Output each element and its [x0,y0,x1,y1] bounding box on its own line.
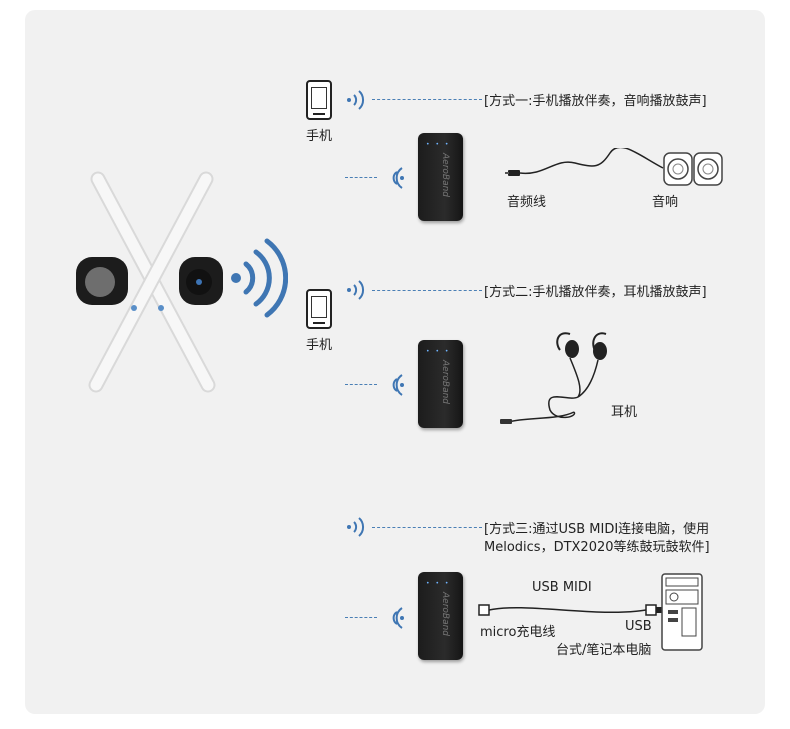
wireless-signal-icon [347,517,365,537]
connection-line [372,527,482,528]
connection-line [372,290,482,291]
wireless-signal-icon [347,90,365,110]
audio-cable-icon [505,148,664,176]
drumstick-icon [88,171,214,393]
speaker-icon [663,152,723,186]
receiver-icon: • • •AeroBand [418,133,463,221]
usb-label: USB [625,619,652,634]
connection-line [345,177,377,178]
computer-icon [661,573,703,651]
wireless-signal-icon [347,280,365,300]
mode1-label: [方式一:手机播放伴奏，音响播放鼓声] [484,94,707,109]
wireless-signal-icon [231,238,288,318]
wireless-signal-icon [392,607,404,629]
connection-line [372,99,482,100]
sensor-dot [131,305,137,311]
speaker-label: 音响 [652,195,679,210]
earphones-icon [500,332,607,424]
receiver-icon: • • •AeroBand [418,340,463,428]
drumsticks-illustration [76,171,223,393]
sensor-cap-right [179,257,223,305]
sensor-cap-left [76,257,128,305]
mode3-label-line2: Melodics，DTX2020等练鼓玩鼓软件] [484,540,710,555]
computer-label: 台式/笔记本电脑 [556,643,652,658]
wireless-signal-icon [392,167,404,189]
connection-line [345,617,377,618]
mode3-label-line1: [方式三:通过USB MIDI连接电脑，使用 [484,522,710,537]
audio-cable-label: 音频线 [507,195,547,210]
wireless-signal-icon [392,374,404,396]
receiver-icon: • • •AeroBand [418,572,463,660]
sensor-dot [158,305,164,311]
phone-icon [306,289,332,329]
usb-midi-label: USB MIDI [532,580,592,595]
mode2-label: [方式二:手机播放伴奏，耳机播放鼓声] [484,285,707,300]
phone-label: 手机 [306,129,333,144]
earphones-label: 耳机 [611,405,638,420]
micro-cable-label: micro充电线 [480,625,556,640]
phone-icon [306,80,332,120]
usb-cable-icon [478,604,662,616]
phone-label: 手机 [306,338,333,353]
connection-line [345,384,377,385]
background-panel [25,10,765,714]
